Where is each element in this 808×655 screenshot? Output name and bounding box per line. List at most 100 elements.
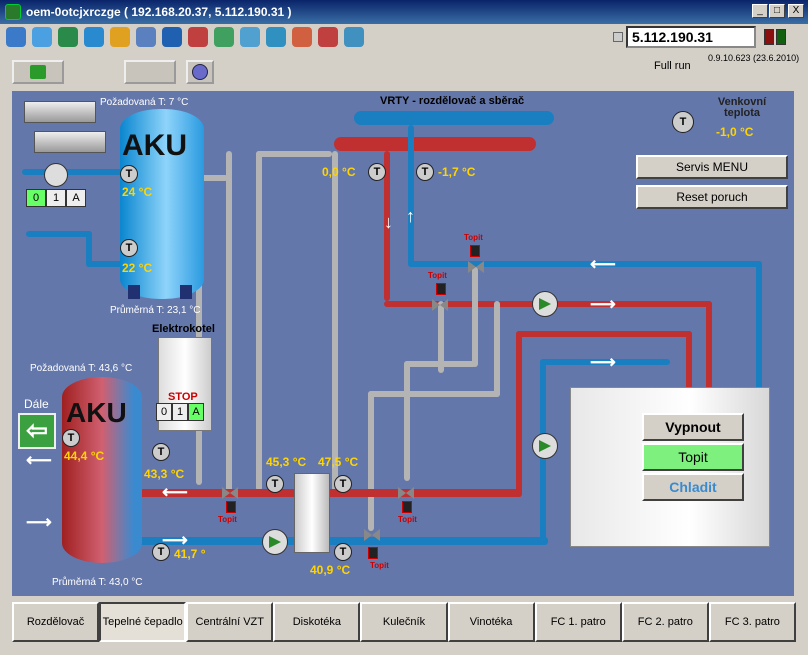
pump-heatpump[interactable] [532, 433, 558, 459]
topit-label: Topit [398, 515, 417, 524]
topit-button[interactable]: Topit [642, 443, 744, 471]
mode-a[interactable]: A [188, 403, 204, 421]
mode-switch-kotel: 0 1 A [156, 403, 204, 421]
vypnout-button[interactable]: Vypnout [642, 413, 744, 441]
pipe [256, 151, 332, 157]
satellite-icon[interactable] [240, 27, 260, 47]
mode-0[interactable]: 0 [156, 403, 172, 421]
valve-3[interactable] [364, 527, 380, 543]
pipe [516, 331, 692, 337]
pipe [22, 169, 132, 175]
outdoor-label: Venkovní teplota [717, 96, 767, 119]
clock-button[interactable] [186, 60, 214, 84]
close-button[interactable]: X [788, 4, 804, 18]
pipe [472, 267, 478, 367]
aku-tank-cold [120, 109, 204, 299]
valve-2[interactable] [398, 485, 414, 501]
mode-switch-aku1: 0 1 A [26, 189, 86, 207]
pipe [404, 361, 410, 481]
tank-leg [180, 285, 192, 299]
crosshair-icon[interactable] [318, 27, 338, 47]
pump-aku1[interactable] [44, 163, 68, 187]
disconnect-icon[interactable] [188, 27, 208, 47]
pipe [540, 359, 670, 365]
wifi-icon[interactable] [344, 27, 364, 47]
windows-icon[interactable] [110, 27, 130, 47]
mode-a[interactable]: A [66, 189, 86, 207]
mode-1[interactable]: 1 [172, 403, 188, 421]
hydraulic-diagram: VRTY - rozdělovač a sběrač AKU Požadovan… [12, 91, 794, 596]
outdoor-sensor: T [672, 111, 694, 133]
valve-actuator [368, 547, 378, 559]
sync-icon[interactable] [266, 27, 286, 47]
valve-5[interactable] [468, 259, 484, 275]
temp-vrty-right: -1,7 °C [438, 165, 476, 179]
pump-vrty[interactable] [532, 291, 558, 317]
status-checkbox[interactable] [613, 32, 623, 42]
tab-fc1[interactable]: FC 1. patro [534, 602, 622, 642]
tab-centralni-vzt[interactable]: Centrální VZT [186, 602, 274, 642]
arrow-down: ↓ [384, 212, 393, 232]
vrty-hot-collector [334, 137, 536, 151]
temp-sensor: T [266, 475, 284, 493]
temp-433: 43,3 °C [144, 467, 185, 481]
minimize-button[interactable]: _ [752, 4, 768, 18]
valve-actuator [436, 283, 446, 295]
tab-fc3[interactable]: FC 3. patro [708, 602, 796, 642]
globe-icon[interactable] [58, 27, 78, 47]
vrty-cold-collector [354, 111, 554, 125]
arrow-right: ⟶ [26, 512, 52, 532]
pipe [136, 537, 548, 545]
mode-1[interactable]: 1 [46, 189, 66, 207]
lock-button[interactable] [12, 60, 64, 84]
tab-fc2[interactable]: FC 2. patro [621, 602, 709, 642]
temp-475: 47,5 °C [318, 455, 359, 469]
valve-actuator [470, 245, 480, 257]
tab-rozdelovac[interactable]: Rozdělovač [12, 602, 100, 642]
chladit-button[interactable]: Chladit [642, 473, 744, 501]
pump-bottom[interactable] [262, 529, 288, 555]
pipe [686, 331, 692, 391]
tools-icon[interactable] [214, 27, 234, 47]
valve-1[interactable] [222, 485, 238, 501]
tab-kulecnik[interactable]: Kulečník [360, 602, 448, 642]
tab-diskoteka[interactable]: Diskotéka [273, 602, 361, 642]
pipe [86, 261, 132, 267]
tab-bar: Rozdělovač Tepelné čepadlo Centrální VZT… [12, 602, 796, 642]
ip-field[interactable]: 5.112.190.31 [626, 26, 756, 48]
info-icon[interactable] [162, 27, 182, 47]
maximize-button[interactable]: □ [769, 4, 785, 18]
pipe [494, 301, 500, 397]
valve-actuator [226, 501, 236, 513]
network-icon[interactable] [6, 27, 26, 47]
servis-menu-button[interactable]: Servis MENU [636, 155, 788, 179]
key-button[interactable] [124, 60, 176, 84]
temp-409: 40,9 °C [310, 563, 351, 577]
aku-cold-top-temp: 24 °C [122, 185, 153, 199]
aku-hot-top-temp: 44,4 °C [64, 449, 105, 463]
target-icon[interactable] [292, 27, 312, 47]
tank-leg [128, 285, 140, 299]
tab-tepelne-cerpadlo[interactable]: Tepelné čepadlo [99, 602, 187, 642]
temp-sensor: T [368, 163, 386, 181]
aku-cold-mid-temp: 22 °C [122, 261, 153, 275]
lock-icon [30, 65, 46, 79]
window-icon[interactable] [32, 27, 52, 47]
tab-vinoteka[interactable]: Vinotéka [447, 602, 535, 642]
aku-hot-average: Průměrná T: 43,0 °C [52, 577, 143, 588]
back-arrow-button[interactable]: ⇦ [18, 413, 56, 449]
pipe [226, 151, 232, 493]
temp-sensor: T [416, 163, 434, 181]
reset-poruch-button[interactable]: Reset poruch [636, 185, 788, 209]
aku-tank-hot [62, 377, 142, 563]
refresh-icon[interactable] [84, 27, 104, 47]
mode-0[interactable]: 0 [26, 189, 46, 207]
arrow-left: ⟵ [162, 482, 188, 502]
arrow-right: ⟶ [590, 352, 616, 372]
pipe [26, 231, 92, 237]
valve-4[interactable] [432, 297, 448, 313]
spellcheck-icon[interactable] [136, 27, 156, 47]
stop-label: STOP [168, 391, 198, 403]
run-mode: Full run [654, 60, 691, 72]
elektrokotel-label: Elektrokotel [152, 323, 215, 335]
